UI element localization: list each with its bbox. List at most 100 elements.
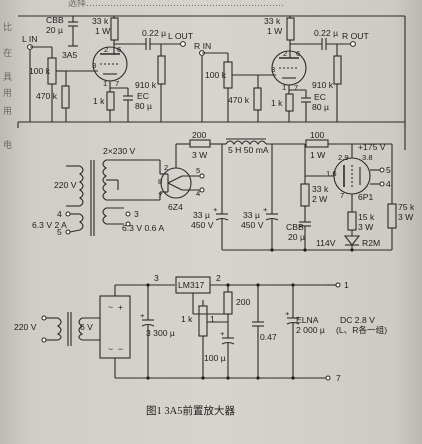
dc-output-note: (L、R各一组) (336, 324, 387, 335)
load-resistor (333, 55, 342, 85)
transformer-hv (102, 159, 107, 201)
cbb2-value: 20 µ (288, 232, 305, 242)
svg-text:7: 7 (294, 83, 298, 92)
svg-text:在: 在 (3, 47, 12, 58)
output-terminal-1 (335, 282, 341, 288)
drop-resistor-watts: 1 W (310, 150, 326, 160)
filament-secondary-label: 6 V (80, 322, 93, 332)
adj-pot-label: 1 k (181, 314, 193, 324)
cbb2-label: CBB (286, 222, 304, 232)
ec-value: 80 µ (312, 102, 329, 112)
filament-supply-section: 220 V 6 V ~ + ~ − 3 + 3 300 µ LM317 2 (14, 273, 387, 383)
svg-text:3: 3 (92, 61, 96, 70)
ec-label: EC (314, 92, 326, 102)
adj-resistor-label: 200 (236, 297, 251, 307)
svg-text:3: 3 (154, 273, 159, 283)
cathode-resistor-15k-label: 15 k (358, 212, 375, 222)
svg-text:7: 7 (158, 191, 162, 200)
choke-label: 5 H 50 mA (228, 145, 269, 155)
svg-text:1.6: 1.6 (326, 169, 337, 178)
svg-text:3: 3 (271, 65, 275, 74)
svg-text:+: + (220, 329, 225, 338)
grid-resistor-label: 470 k (228, 95, 250, 105)
svg-text:~: ~ (108, 344, 113, 354)
secondary-voltage: 2×230 V (103, 146, 136, 156)
svg-text:4: 4 (57, 209, 62, 219)
svg-text:3.8: 3.8 (362, 153, 373, 162)
top-fragment-text: 选择………………………………………………………… (68, 0, 284, 8)
left-output-jack (180, 41, 186, 47)
load-resistor-label: 910 k (135, 80, 157, 90)
drop-resistor (305, 139, 329, 148)
coupling-cap-label: 0.22 µ (314, 28, 338, 38)
filter-cap-1-voltage: 450 V (191, 220, 214, 230)
load-resistor (157, 55, 166, 85)
left-channel: CBB 20 µ 3A5 L IN 100 k 470 k (22, 15, 194, 122)
filament-transformer-secondary (78, 317, 84, 341)
svg-text:7: 7 (336, 373, 341, 383)
svg-text:−: − (118, 344, 123, 354)
screen-resistor (300, 183, 310, 207)
svg-text:5: 5 (196, 166, 200, 175)
regulator-tube (333, 157, 371, 195)
plate-resistor (286, 17, 295, 41)
transformer-heater (102, 207, 107, 225)
svg-text:~: ~ (108, 302, 113, 312)
plate-resistor-label: 33 k (264, 16, 281, 26)
svg-text:用: 用 (3, 88, 12, 98)
svg-text:3: 3 (134, 209, 139, 219)
bypass-cap-label: 0.47 (260, 332, 277, 342)
svg-text:7: 7 (340, 191, 344, 200)
svg-text:2: 2 (164, 163, 168, 172)
svg-text:1: 1 (103, 79, 107, 88)
tube-label: 3A5 (62, 50, 78, 60)
input-cap-label: 3 300 µ (146, 328, 175, 338)
cathode-resistor-15k (347, 211, 357, 231)
output-cap-label: ELNA (296, 315, 319, 325)
cathode-resistor-label: 1 k (93, 96, 105, 106)
svg-text:用: 用 (3, 106, 12, 116)
pot-label: 100 k (205, 70, 227, 80)
plate-resistor-label: 33 k (92, 16, 109, 26)
left-output-label: L OUT (168, 31, 194, 41)
svg-text:5: 5 (57, 227, 62, 237)
rectifier-label: 6Z4 (168, 202, 183, 212)
load-resistor-label: 910 k (312, 80, 334, 90)
cathode-resistor (285, 93, 294, 112)
plate-resistor (110, 17, 119, 41)
bleeder-resistor-label: 75 k (398, 202, 415, 212)
filter-cap-2-voltage: 450 V (241, 220, 264, 230)
filter-cap-2-value: 33 µ (243, 210, 260, 220)
cbb-label: CBB (46, 15, 64, 25)
svg-text:2: 2 (216, 273, 221, 283)
coupling-cap-label: 0.22 µ (142, 28, 166, 38)
left-input-label: L IN (22, 34, 37, 44)
series-resistor-label: 200 (192, 130, 207, 140)
drop-resistor-label: 100 (310, 130, 325, 140)
output-cap-value: 2 000 µ (296, 325, 325, 335)
supply-voltage-label: +175 V (358, 142, 386, 152)
svg-text:6: 6 (117, 45, 121, 54)
right-output-label: R OUT (342, 31, 369, 41)
right-input-label: R IN (194, 41, 211, 51)
svg-text:2: 2 (104, 45, 108, 54)
screen-resistor-watts: 2 W (312, 194, 328, 204)
svg-text:7: 7 (115, 79, 119, 88)
svg-text:+: + (285, 309, 290, 318)
heater-2-label: 6.3 V 0.6 A (122, 223, 164, 233)
svg-text:2: 2 (283, 49, 287, 58)
zener-diode (343, 235, 361, 246)
svg-text:+: + (263, 205, 268, 214)
rectifier-tube (160, 167, 192, 199)
power-supply-section: 220 V 2×230 V 3 6.3 V 0.6 A 4 5 6.3 V 2 … (32, 130, 415, 252)
svg-text:1: 1 (282, 83, 286, 92)
ec-value: 80 µ (135, 101, 152, 111)
right-output-jack (350, 41, 356, 47)
zener-label: R2M (362, 238, 380, 248)
regulator-tube-label: 6P1 (358, 192, 374, 202)
cbb-value: 20 µ (46, 25, 63, 35)
grid-resistor (253, 87, 262, 111)
svg-text:1 W: 1 W (267, 26, 283, 36)
